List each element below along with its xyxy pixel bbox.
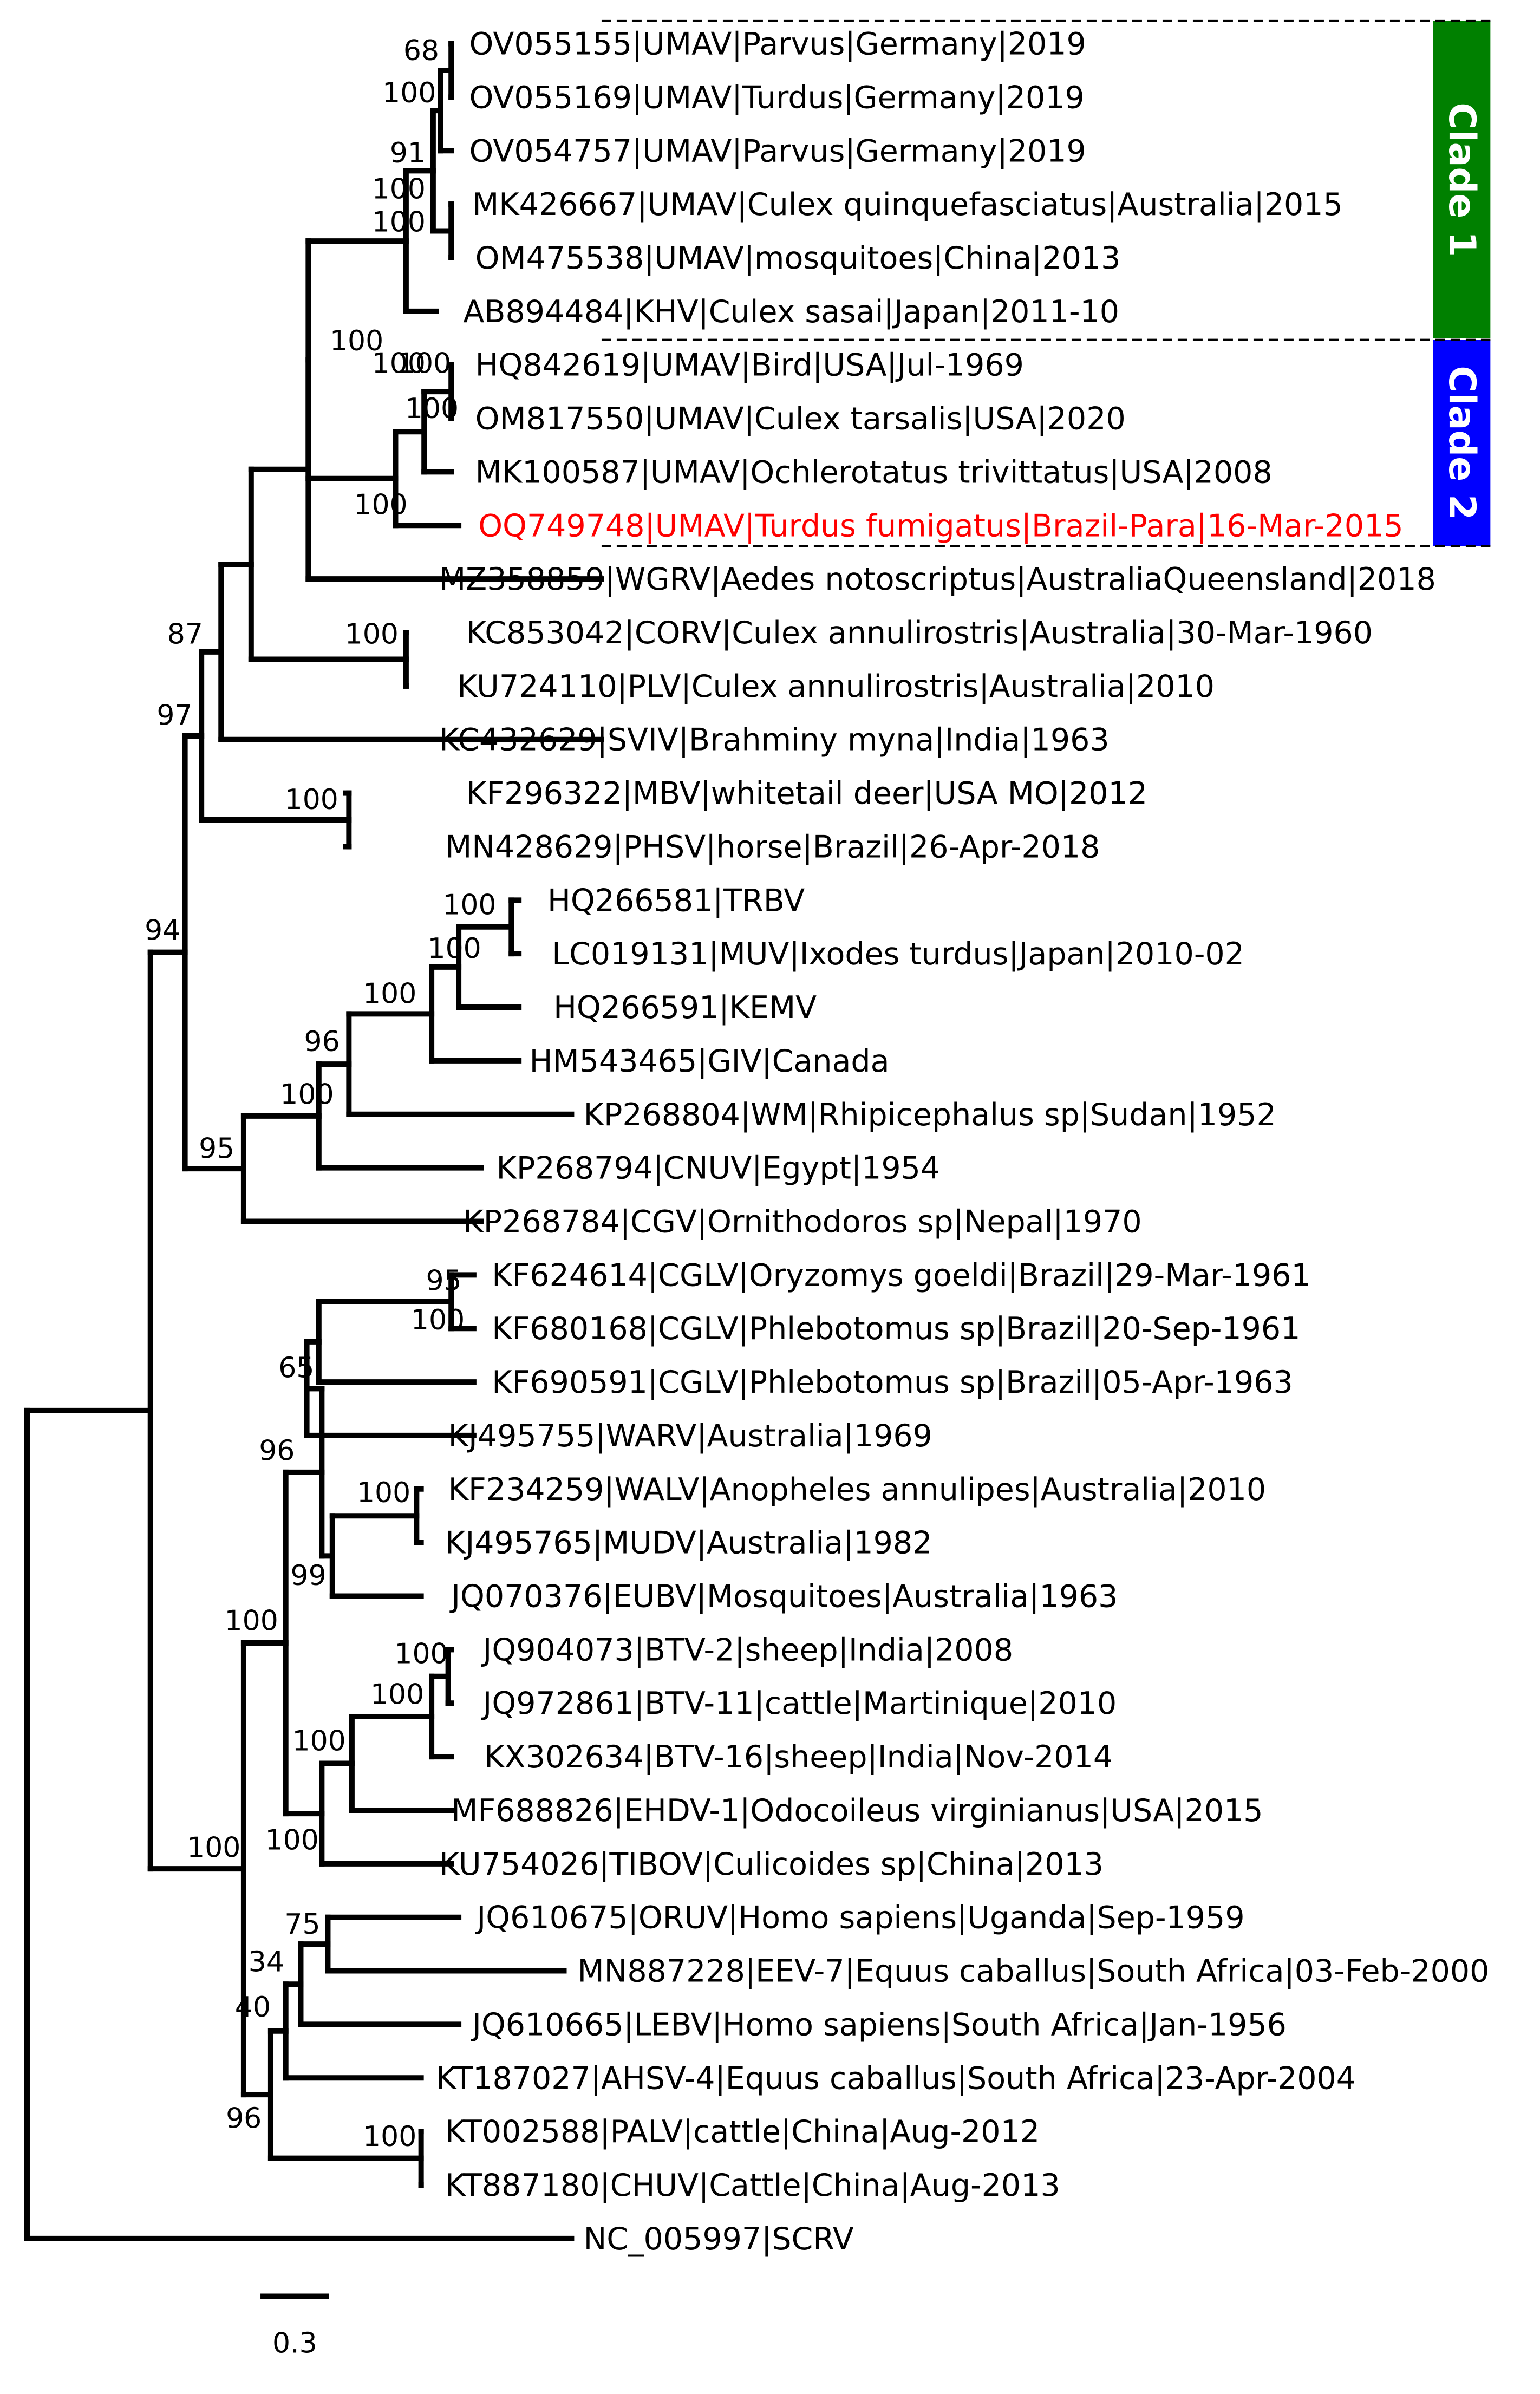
tip-label: KP268784|CGV|Ornithodoros sp|Nepal|1970	[463, 1204, 1141, 1240]
tip-label: MZ358859|WGRV|Aedes notoscriptus|Austral…	[439, 562, 1436, 597]
tip-labels: OV055155|UMAV|Parvus|Germany|2019OV05516…	[436, 27, 1489, 2257]
tip-label: OQ749748|UMAV|Turdus fumigatus|Brazil-Pa…	[478, 508, 1403, 544]
support-value: 95	[199, 1132, 234, 1165]
tip-label: KJ495755|WARV|Australia|1969	[448, 1418, 932, 1454]
support-value: 100	[225, 1604, 278, 1637]
tip-label: MK426667|UMAV|Culex quinquefasciatus|Aus…	[472, 187, 1343, 223]
support-value: 100	[363, 2121, 416, 2153]
support-value: 100	[427, 932, 481, 965]
support-value: 100	[411, 1304, 465, 1336]
tip-label: KC432629|SVIV|Brahminy myna|India|1963	[439, 722, 1110, 758]
support-value: 100	[370, 1678, 424, 1711]
tip-label: KC853042|CORV|Culex annulirostris|Austra…	[466, 615, 1373, 651]
clade-label: Clade 2	[1440, 366, 1483, 520]
tip-label: OM817550|UMAV|Culex tarsalis|USA|2020	[475, 401, 1126, 437]
tip-label: HQ266591|KEMV	[553, 990, 817, 1026]
tip-label: KF234259|WALV|Anopheles annulipes|Austra…	[448, 1472, 1267, 1508]
tip-label: HQ266581|TRBV	[547, 883, 805, 918]
tip-label: KF296322|MBV|whitetail deer|USA MO|2012	[466, 776, 1147, 812]
tip-label: MN887228|EEV-7|Equus caballus|South Afri…	[578, 1954, 1490, 1989]
tip-label: KF624614|CGLV|Oryzomys goeldi|Brazil|29-…	[492, 1257, 1311, 1293]
support-value: 100	[285, 784, 338, 816]
support-value: 100	[345, 618, 399, 651]
support-value: 65	[278, 1352, 314, 1385]
support-value: 100	[354, 489, 407, 521]
tip-label: KF690591|CGLV|Phlebotomus sp|Brazil|05-A…	[492, 1365, 1293, 1400]
support-value: 100	[442, 889, 496, 921]
support-value: 100	[280, 1078, 334, 1111]
support-value: 97	[156, 700, 192, 732]
tip-label: AB894484|KHV|Culex sasai|Japan|2011-10	[463, 294, 1119, 330]
support-value: 100	[394, 1638, 448, 1670]
tip-label: OM475538|UMAV|mosquitoes|China|2013	[475, 240, 1121, 276]
tip-label: JQ070376|EUBV|Mosquitoes|Australia|1963	[449, 1579, 1118, 1615]
tip-label: JQ610675|ORUV|Homo sapiens|Uganda|Sep-19…	[475, 1900, 1244, 1936]
support-value: 100	[372, 206, 426, 239]
support-value: 100	[357, 1477, 410, 1509]
support-value: 91	[390, 137, 426, 169]
tip-label: MK100587|UMAV|Ochlerotatus trivittatus|U…	[475, 454, 1273, 490]
support-value: 100	[363, 977, 416, 1010]
support-value: 96	[259, 1434, 295, 1467]
support-value: 99	[291, 1560, 327, 1592]
tip-label: OV054757|UMAV|Parvus|Germany|2019	[469, 133, 1086, 169]
tip-label: JQ904073|BTV-2|sheep|India|2008	[481, 1632, 1014, 1668]
support-value: 96	[226, 2102, 262, 2135]
tip-label: JQ610665|LEBV|Homo sapiens|South Africa|…	[471, 2007, 1287, 2043]
support-value: 95	[426, 1265, 461, 1297]
support-value: 100	[372, 348, 426, 380]
tip-label: LC019131|MUV|Ixodes turdus|Japan|2010-02	[552, 936, 1244, 972]
tip-label: KT187027|AHSV-4|Equus caballus|South Afr…	[436, 2060, 1356, 2096]
tip-label: KF680168|CGLV|Phlebotomus sp|Brazil|20-S…	[492, 1311, 1300, 1347]
clade-bar	[1433, 21, 1491, 338]
support-value: 87	[167, 618, 203, 651]
support-value: 40	[235, 1991, 271, 2024]
support-value: 100	[292, 1725, 346, 1757]
support-value: 100	[187, 1832, 240, 1864]
support-value: 100	[405, 393, 459, 425]
tip-label: KX302634|BTV-16|sheep|India|Nov-2014	[484, 1739, 1113, 1775]
support-value: 96	[304, 1026, 340, 1058]
support-value: 100	[397, 348, 451, 380]
support-value: 94	[145, 915, 180, 947]
support-value: 34	[249, 1946, 284, 1979]
tip-label: KJ495765|MUDV|Australia|1982	[445, 1525, 932, 1561]
support-value: 100	[382, 77, 436, 109]
tip-label: KP268794|CNUV|Egypt|1954	[497, 1151, 941, 1186]
tip-label: KU754026|TIBOV|Culicoides sp|China|2013	[439, 1847, 1104, 1882]
scale-bar-label: 0.3	[272, 2327, 317, 2360]
tip-label: MN428629|PHSV|horse|Brazil|26-Apr-2018	[445, 829, 1100, 865]
tip-label: NC_005997|SCRV	[584, 2221, 854, 2257]
clade-annotations: Clade 1 Clade 2	[601, 19, 1491, 547]
tree-branches	[24, 41, 604, 2241]
support-value: 68	[403, 35, 439, 67]
tip-label: KP268804|WM|Rhipicephalus sp|Sudan|1952	[584, 1097, 1276, 1133]
tip-label: KU724110|PLV|Culex annulirostris|Austral…	[457, 669, 1215, 704]
tip-label: OV055155|UMAV|Parvus|Germany|2019	[469, 27, 1086, 62]
tip-label: KT887180|CHUV|Cattle|China|Aug-2013	[445, 2168, 1060, 2203]
support-value: 100	[330, 325, 383, 357]
support-value: 75	[284, 1908, 320, 1941]
tip-label: OV055169|UMAV|Turdus|Germany|2019	[469, 80, 1085, 115]
clade-bar	[1433, 340, 1491, 546]
tip-label: HQ842619|UMAV|Bird|USA|Jul-1969	[475, 348, 1024, 383]
clade-label: Clade 1	[1440, 102, 1483, 257]
tip-label: MF688826|EHDV-1|Odocoileus virginianus|U…	[451, 1793, 1263, 1829]
support-value: 100	[265, 1824, 319, 1857]
tip-label: HM543465|GIV|Canada	[530, 1043, 890, 1079]
scale-bar: 0.3	[260, 2293, 329, 2360]
support-value: 100	[372, 173, 426, 206]
tip-label: KT002588|PALV|cattle|China|Aug-2012	[445, 2114, 1040, 2150]
tip-label: JQ972861|BTV-11|cattle|Martinique|2010	[481, 1686, 1117, 1721]
